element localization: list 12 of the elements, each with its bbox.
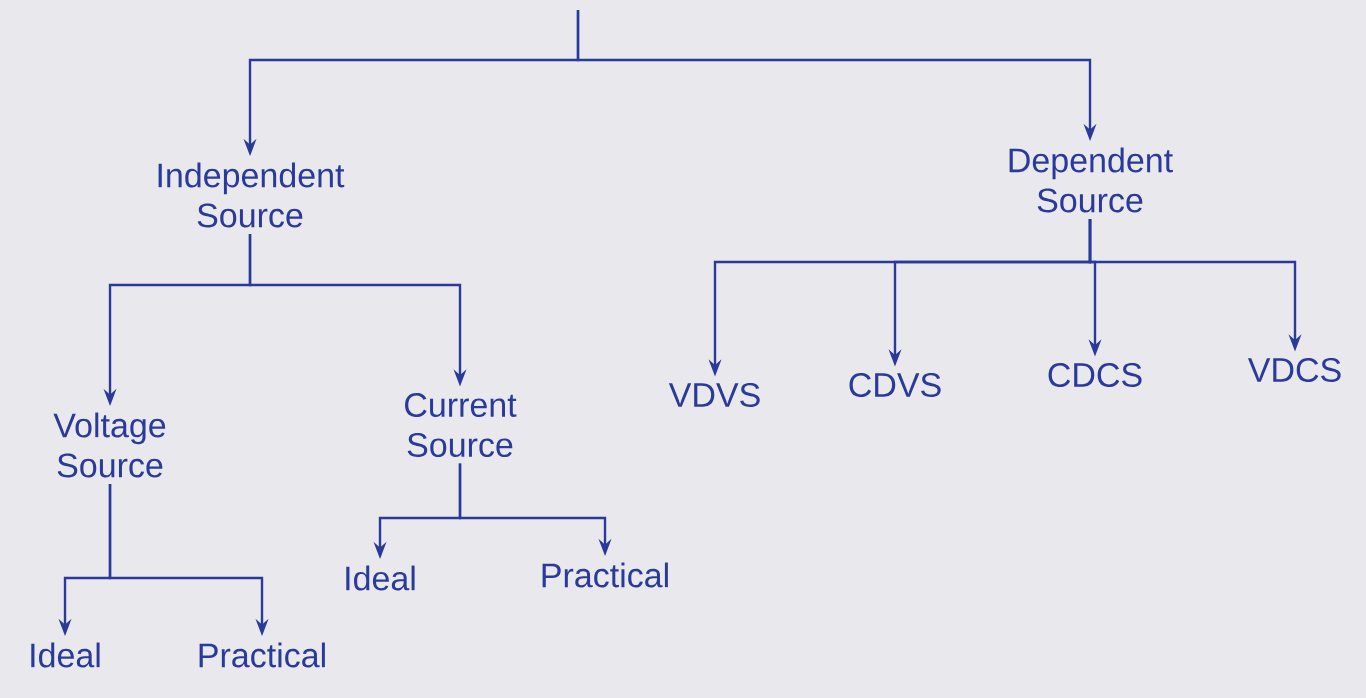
node-label: Dependent Source <box>1009 147 1173 213</box>
node-label: VDCS <box>1247 357 1341 383</box>
node-label: Ideal <box>346 565 415 591</box>
node-label: Practical <box>199 642 325 668</box>
node-label: VDVS <box>668 382 760 408</box>
node-label: Independent Source <box>158 162 345 228</box>
node-label: Ideal <box>31 642 100 668</box>
node-label: CDVS <box>849 372 941 398</box>
node-label: CDCS <box>1048 362 1142 388</box>
node-label: Voltage Source <box>53 412 166 478</box>
node-label: Practical <box>542 562 668 588</box>
node-label: Current Source <box>405 392 517 458</box>
